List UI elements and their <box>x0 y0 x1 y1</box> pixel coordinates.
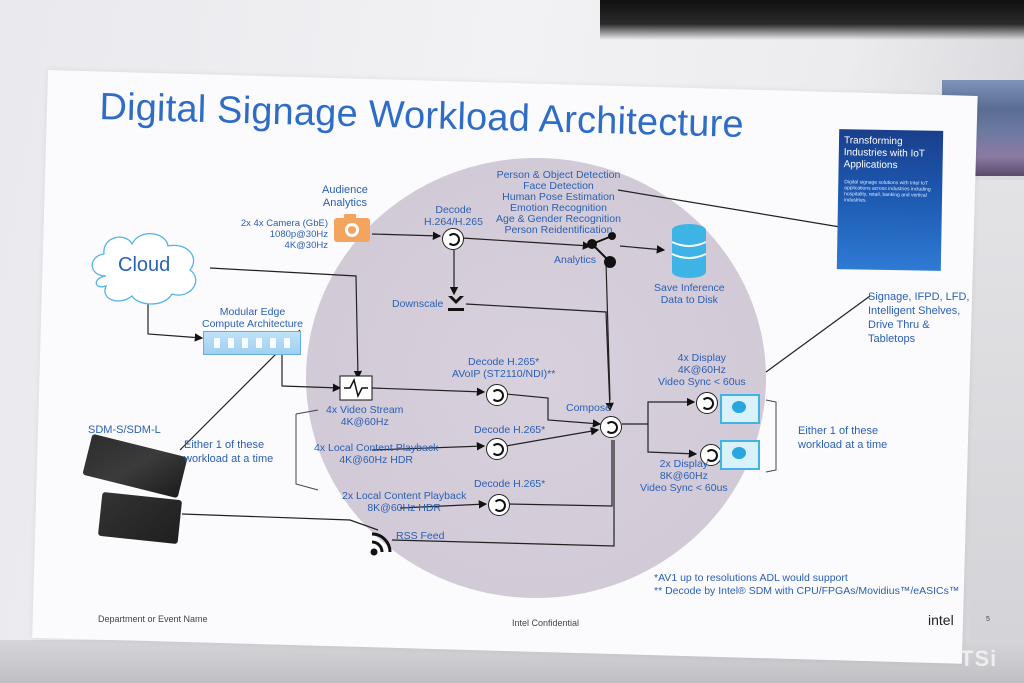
save-inference-label: Save Inference Data to Disk <box>654 282 725 306</box>
local-4x-label: 4x Local Content Playback 4K@60Hz HDR <box>314 442 438 466</box>
downscale-label: Downscale <box>392 298 443 310</box>
footnote: *AV1 up to resolutions ADL would support… <box>654 572 959 598</box>
footer-left: Department or Event Name <box>98 614 208 624</box>
display-icon <box>720 394 760 424</box>
audience-analytics-label: Audience Analytics <box>322 184 368 210</box>
compose-label: Compose <box>566 402 611 414</box>
watermark: TSi <box>960 646 997 672</box>
detections-label: Person & Object Detection Face Detection… <box>496 170 621 236</box>
camera-icon <box>334 214 370 242</box>
refresh-node-icon <box>442 228 464 250</box>
sdm-label: SDM-S/SDM-L <box>88 424 161 437</box>
either-left-label: Either 1 of these workload at a time <box>184 438 273 466</box>
video-switch-icon <box>340 376 372 400</box>
either-right-label: Either 1 of these workload at a time <box>798 424 887 452</box>
display-2x-label: 2x Display 8K@60Hz Video Sync < 60us <box>640 458 728 494</box>
display-4x-label: 4x Display 4K@60Hz Video Sync < 60us <box>658 352 746 388</box>
book-subtitle: Digital signage solutions with Intel IoT… <box>844 179 934 205</box>
decode-avoip-label: Decode H.265* AVoIP (ST2110/NDI)** <box>452 356 555 380</box>
modular-edge-label: Modular Edge Compute Architecture <box>202 306 303 330</box>
cloud-label: Cloud <box>118 254 170 277</box>
footer-center: Intel Confidential <box>512 618 579 628</box>
refresh-node-icon <box>488 494 510 516</box>
sdm-card-image <box>98 492 182 544</box>
refresh-node-icon <box>486 384 508 406</box>
decode-top-label: Decode H.264/H.265 <box>424 204 483 228</box>
book-title: Transforming Industries with IoT Applica… <box>843 135 940 173</box>
rss-feed-label: RSS Feed <box>396 530 444 542</box>
signage-label: Signage, IFPD, LFD, Intelligent Shelves,… <box>868 290 970 346</box>
refresh-node-icon <box>696 392 718 414</box>
downscale-icon <box>448 296 464 311</box>
intel-logo: intel <box>928 612 954 628</box>
decode-local-8k-label: Decode H.265* <box>474 478 545 490</box>
analytics-label: Analytics <box>554 254 596 266</box>
local-2x-label: 2x Local Content Playback 8K@60Hz HDR <box>342 490 466 514</box>
decode-local-label: Decode H.265* <box>474 424 545 436</box>
database-icon <box>672 224 706 278</box>
rss-icon <box>372 534 390 554</box>
iot-applications-book: Transforming Industries with IoT Applica… <box>837 129 943 271</box>
camera-label: 2x 4x Camera (GbE) 1080p@30Hz 4K@30Hz <box>238 218 328 251</box>
modular-edge-rack <box>203 331 301 355</box>
page-number: 5 <box>986 616 990 623</box>
refresh-node-icon <box>600 416 622 438</box>
video-stream-label: 4x Video Stream 4K@60Hz <box>326 404 403 428</box>
refresh-node-icon <box>486 438 508 460</box>
